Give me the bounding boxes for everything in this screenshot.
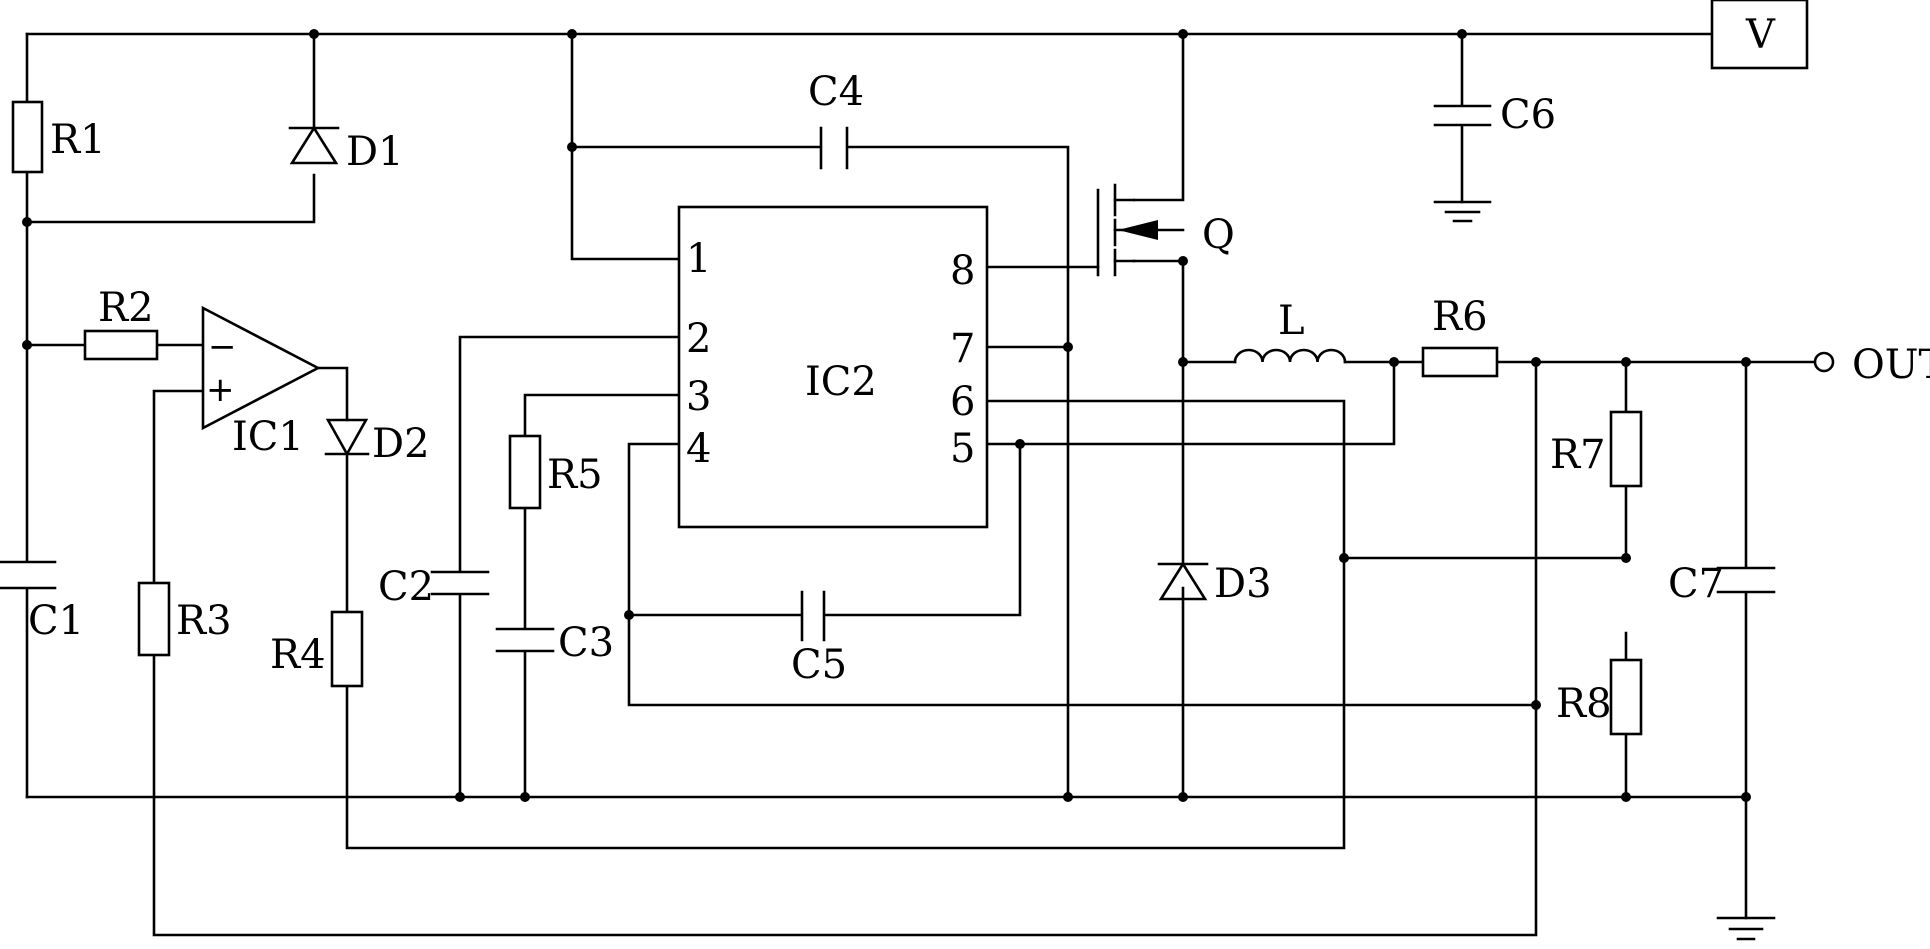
label-D3: D3: [1214, 561, 1272, 607]
label-IC2: IC2: [805, 359, 877, 405]
label-C2: C2: [378, 564, 434, 610]
resistor-R7: [1609, 410, 1643, 488]
ground-symbol-output: [1716, 916, 1776, 941]
label-R6: R6: [1432, 294, 1488, 340]
label-R1: R1: [50, 117, 106, 163]
resistor-R2: [83, 329, 159, 361]
ic2-pin-5: 5: [950, 426, 975, 472]
label-R8: R8: [1556, 681, 1612, 727]
label-OUT: OUT: [1852, 342, 1930, 388]
label-C3: C3: [558, 620, 614, 666]
mosfet-Q: [1096, 183, 1185, 277]
capacitor-C1: [0, 560, 57, 590]
output-terminal: [1813, 351, 1835, 373]
capacitor-C4: [819, 126, 849, 170]
capacitor-C5: [800, 590, 826, 642]
ic2-pin-7: 7: [950, 326, 975, 372]
ic2-pin-2: 2: [686, 316, 711, 362]
label-C7: C7: [1668, 561, 1724, 607]
label-D2: D2: [372, 421, 430, 467]
label-C5: C5: [791, 642, 847, 688]
resistor-R4: [330, 610, 364, 688]
resistor-R3: [137, 581, 171, 657]
label-C1: C1: [28, 598, 84, 644]
label-R4: R4: [270, 632, 326, 678]
label-R7: R7: [1550, 432, 1606, 478]
label-C4: C4: [808, 69, 864, 115]
controller-IC2: 1 2 3 4 5 6 7 8: [677, 205, 989, 529]
wires: [25, 32, 1817, 937]
resistor-R1: [11, 100, 44, 174]
junction-dots: [22, 29, 1751, 802]
label-R2: R2: [98, 285, 154, 331]
capacitor-C7: [1716, 566, 1776, 594]
resistors: [11, 100, 1643, 736]
ic1-plus-sign: +: [206, 370, 235, 410]
supply-box-V: V: [1710, 0, 1809, 70]
diode-D2: [324, 418, 370, 457]
diode-D3: [1157, 561, 1209, 601]
label-L: L: [1278, 298, 1305, 344]
resistor-R8: [1609, 658, 1643, 736]
opamp-IC1: − +: [201, 305, 321, 431]
supply-label: V: [1745, 12, 1776, 58]
ic2-pin-8: 8: [950, 248, 975, 294]
label-D1: D1: [346, 129, 404, 175]
label-Q: Q: [1202, 212, 1235, 258]
ic2-pin-1: 1: [686, 236, 711, 282]
capacitor-C6: [1433, 104, 1492, 127]
resistor-R5: [508, 434, 542, 510]
capacitor-C2: [430, 570, 490, 596]
ic1-minus-sign: −: [208, 327, 237, 367]
component-labels: R1 D1 R2 IC1 D2 C1 R3 R4 C2 R5 C3 C4 C5 …: [28, 69, 1930, 727]
ic2-pin-6: 6: [950, 379, 975, 425]
label-R5: R5: [547, 452, 603, 498]
label-IC1: IC1: [232, 414, 304, 460]
ic2-pin-4: 4: [686, 426, 711, 472]
ground-symbol-c6: [1433, 200, 1492, 223]
label-C6: C6: [1500, 92, 1556, 138]
resistor-R6: [1421, 346, 1499, 378]
label-R3: R3: [176, 598, 232, 644]
capacitors: [0, 104, 1776, 653]
diode-D1: [288, 125, 340, 165]
ic2-pin-3: 3: [686, 374, 711, 420]
diodes: [288, 125, 1209, 601]
capacitor-C3: [495, 627, 555, 653]
inductor-L: [1233, 348, 1347, 364]
